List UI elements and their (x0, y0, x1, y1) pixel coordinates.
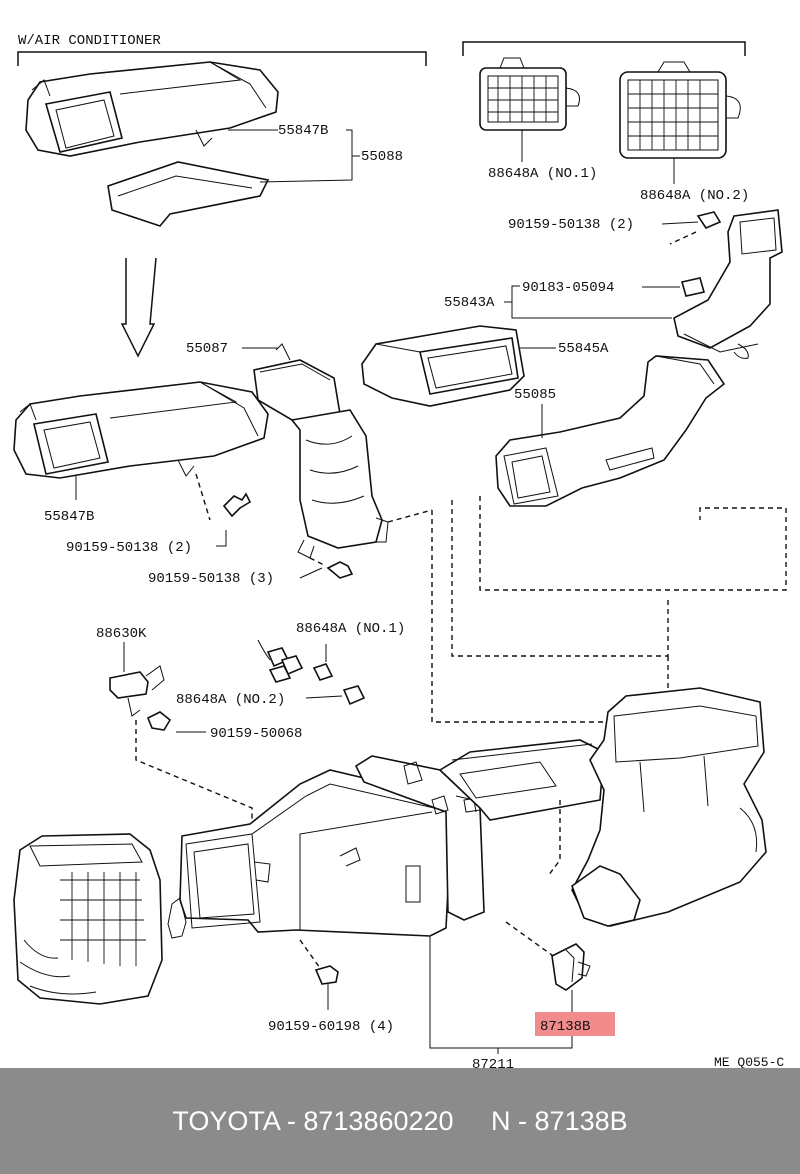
heater-case-87211 (167, 769, 453, 939)
leaders-55845a: 55845A (520, 341, 609, 357)
screw-top-right: 90159-50138 (2) (508, 211, 722, 245)
leaders-55087: 55087 90159-50138 (3) (148, 341, 433, 587)
caption-text: TOYOTA - 8713860220 N - 87138B (172, 1105, 628, 1136)
pad-55088 (107, 161, 270, 227)
leaders-55847b-mid: 55847B 90159-50138 (2) (44, 473, 252, 556)
screw-90159-50068: 90159-50068 (176, 726, 302, 742)
leaders-55085: 55085 (514, 387, 556, 438)
blower-left (13, 833, 163, 1005)
dashed-lower (299, 800, 561, 969)
parts-diagram: W/AIR CONDITIONER 55847B 55088 (13, 33, 787, 1068)
dashed-routes (135, 496, 787, 830)
label-55088: 55088 (361, 149, 403, 165)
label-90159-50068: 90159-50068 (210, 726, 302, 742)
sensor-87138b: 87138B (535, 943, 615, 1036)
reference-code: ME Q055-C (714, 1055, 784, 1068)
header-label: W/AIR CONDITIONER (18, 33, 161, 49)
screw-90159-60198: 90159-60198 (4) (268, 965, 394, 1035)
register-88648a-no1 (479, 57, 580, 131)
duct-55085 (495, 355, 726, 507)
label-55845a: 55845A (558, 341, 609, 357)
label-55843a: 55843A (444, 295, 495, 311)
label-88648a-no2-top: 88648A (NO.2) (640, 188, 749, 204)
duct-55845a (361, 325, 525, 407)
label-90159-60198: 90159-60198 (4) (268, 1019, 394, 1035)
label-88648a-no2-mid: 88648A (NO.2) (176, 692, 285, 708)
leaders-top-left: 55847B 55088 (228, 123, 403, 183)
down-arrow (120, 257, 157, 358)
register-88648a-no2 (619, 61, 741, 159)
clips-88648a: 88648A (NO.1) 88648A (NO.2) (176, 621, 405, 708)
label-87211: 87211 (472, 1057, 514, 1068)
duct-55847b-mid (13, 381, 269, 479)
label-55847b-top: 55847B (278, 123, 328, 139)
label-87138b: 87138B (540, 1019, 590, 1035)
duct-55843a (673, 209, 783, 359)
evaporator-unit (571, 687, 767, 927)
highlight-87138b (535, 1012, 615, 1036)
label-90159-50138-2-mid: 90159-50138 (2) (66, 540, 192, 556)
label-88630k: 88630K (96, 626, 147, 642)
duct-55847b-top (25, 61, 279, 157)
label-90183-05094: 90183-05094 (522, 280, 614, 296)
leader-87211: 87211 (429, 936, 573, 1068)
label-55085: 55085 (514, 387, 556, 403)
label-55847b-mid: 55847B (44, 509, 94, 525)
label-55087: 55087 (186, 341, 228, 357)
label-88648a-no1-top: 88648A (NO.1) (488, 166, 597, 182)
caption-bar: TOYOTA - 8713860220 N - 87138B (0, 1068, 800, 1174)
leaders-55843a: 90183-05094 55843A (444, 280, 680, 319)
duct-55087 (253, 343, 389, 559)
label-88648a-no1-mid: 88648A (NO.1) (296, 621, 405, 637)
leaders-top-right: 88648A (NO.1) 88648A (NO.2) (488, 130, 749, 204)
bracket-88630k: 88630K (96, 626, 172, 731)
header-group: W/AIR CONDITIONER (17, 33, 746, 66)
label-90159-50138-3: 90159-50138 (3) (148, 571, 274, 587)
label-90159-50138-2-top: 90159-50138 (2) (508, 217, 634, 233)
